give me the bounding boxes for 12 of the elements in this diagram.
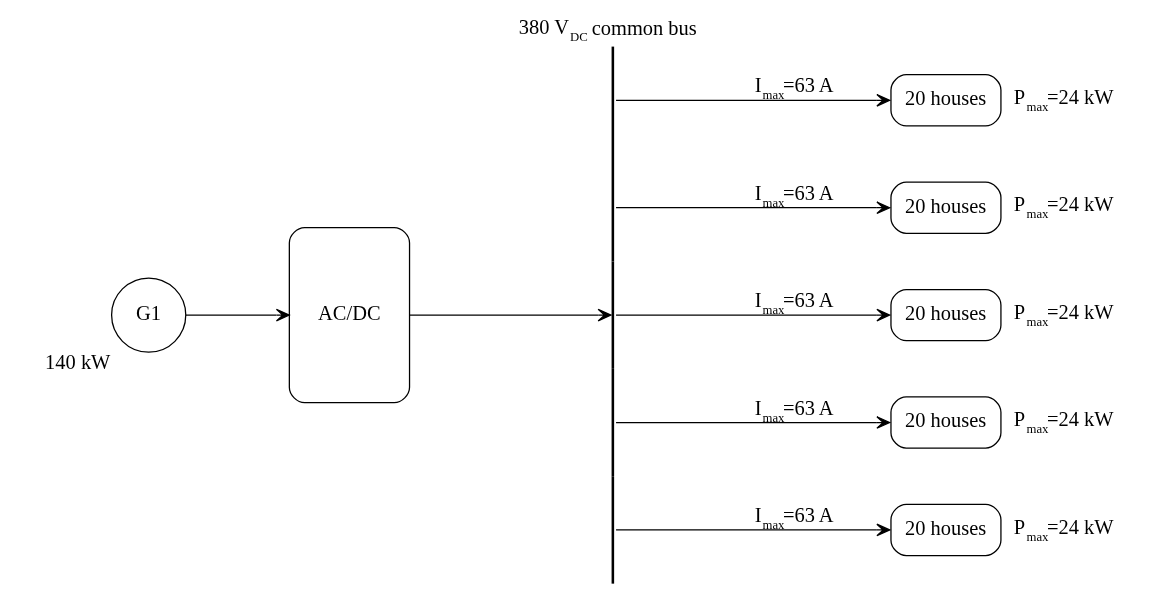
node-label: P$_{max}$=24 kW xyxy=(1013,193,1114,222)
node-label: P$_{max}$=24 kW xyxy=(1013,515,1114,544)
node-label: 140 kW xyxy=(44,350,110,373)
edge-label: I$_{max}$=63 A xyxy=(754,504,834,533)
edge-label: I$_{max}$=63 A xyxy=(754,181,834,210)
node-label: P$_{max}$=24 kW xyxy=(1013,85,1114,114)
node-label: P$_{max}$=24 kW xyxy=(1013,300,1114,329)
edge-label: I$_{max}$=63 A xyxy=(754,74,834,103)
node-label: P$_{max}$=24 kW xyxy=(1013,408,1114,437)
edge-label: I$_{max}$=63 A xyxy=(754,396,834,425)
node-label: 380 V$_{DC}$ common bus xyxy=(518,15,697,44)
edge-label: I$_{max}$=63 A xyxy=(754,289,834,318)
